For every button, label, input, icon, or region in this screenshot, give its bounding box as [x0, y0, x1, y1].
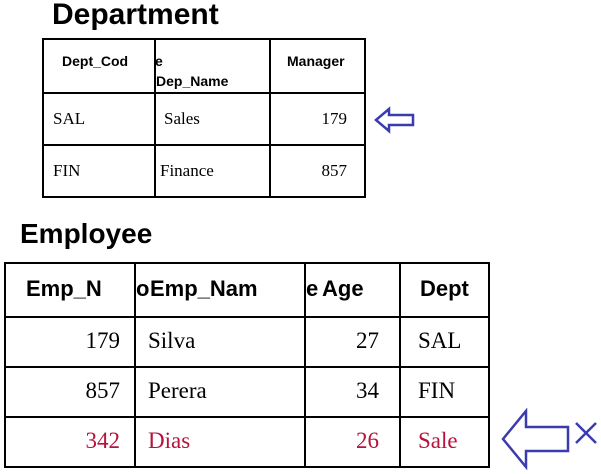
- header-manager-label: Manager: [287, 53, 345, 69]
- dept-name-cell: Sales: [164, 109, 200, 128]
- table-row: FIN Finance 857: [42, 144, 366, 198]
- header-cell-dept-code: Dept_Cod e: [42, 38, 163, 94]
- table-row: 179 Silva 27 SAL: [4, 316, 490, 368]
- dept-name-cell: Finance: [160, 161, 214, 180]
- header-cell-dept: Dept: [399, 262, 490, 318]
- dept-manager-cell: 179: [321, 109, 348, 128]
- header-dep-name-label: Dep_Name: [156, 73, 229, 89]
- emp-dept-cell: Sale: [418, 428, 458, 453]
- cross-icon: [575, 422, 597, 444]
- table-row: SAL Sales 179: [42, 92, 366, 146]
- emp-age-cell: 27: [356, 328, 379, 353]
- department-title: Department: [52, 0, 219, 31]
- emp-name-cell: Silva: [148, 328, 196, 353]
- table-header-row: Dept_Cod e Dep_Name Manager: [42, 38, 366, 94]
- dept-code-cell: SAL: [53, 109, 86, 128]
- header-cell-age: Age: [304, 262, 401, 318]
- employee-title: Employee: [20, 218, 153, 249]
- header-dept-code-label: Dept_Cod: [62, 53, 129, 69]
- emp-no-cell: 857: [85, 378, 121, 403]
- emp-dept-cell: SAL: [418, 328, 462, 353]
- emp-age-cell: 34: [356, 378, 379, 403]
- left-arrow-icon: [501, 408, 570, 470]
- table-header-row: Emp_N o Emp_Nam e Age Dept: [4, 262, 490, 318]
- emp-no-cell: 179: [85, 328, 121, 353]
- department-table: Dept_Cod e Dep_Name Manager SAL Sales 17…: [42, 38, 366, 198]
- emp-dept-cell: FIN: [418, 378, 456, 403]
- emp-age-cell: 26: [356, 428, 379, 453]
- table-row: 857 Perera 34 FIN: [4, 366, 490, 418]
- emp-name-cell: Perera: [148, 378, 207, 403]
- header-cell-dep-name: Dep_Name: [154, 38, 271, 94]
- table-row-invalid: 342 Dias 26 Sale: [4, 416, 490, 468]
- header-dept-label: Dept: [420, 276, 469, 301]
- left-arrow-icon: [374, 106, 415, 134]
- emp-no-cell: 342: [85, 428, 121, 453]
- employee-table: Emp_N o Emp_Nam e Age Dept 179 Silva 27 …: [4, 262, 490, 468]
- header-emp-no-label: Emp_N: [26, 276, 102, 301]
- header-cell-emp-name: Emp_Nam e: [134, 262, 318, 318]
- dept-code-cell: FIN: [53, 161, 81, 180]
- header-emp-name-label: Emp_Nam: [150, 276, 258, 301]
- header-cell-emp-no: Emp_N o: [4, 262, 149, 318]
- header-age-label: Age: [322, 276, 364, 301]
- emp-name-cell: Dias: [148, 428, 191, 453]
- header-cell-manager: Manager: [269, 38, 366, 94]
- dept-manager-cell: 857: [321, 161, 348, 180]
